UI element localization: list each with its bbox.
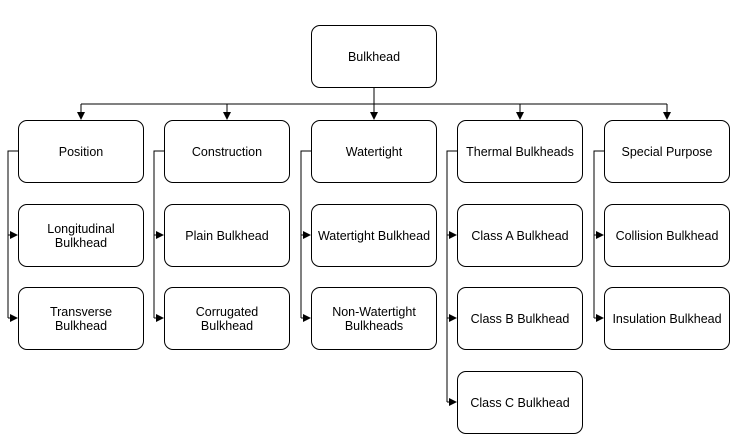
leaf-label: Corrugated Bulkhead [195, 304, 259, 333]
leaf-label: Longitudinal Bulkhead [47, 221, 115, 250]
leaf-node[interactable]: Class C Bulkhead [457, 371, 583, 434]
spine-connector [7, 150, 18, 318]
leaf-label: Class C Bulkhead [470, 395, 570, 410]
leaf-label: Watertight Bulkhead [317, 228, 431, 243]
category-label: Construction [191, 144, 263, 159]
root-label: Bulkhead [347, 49, 401, 64]
category-label: Thermal Bulkheads [466, 144, 574, 159]
spine-connector [446, 150, 457, 402]
leaf-label: Class A Bulkhead [471, 228, 569, 243]
leaf-label: Plain Bulkhead [185, 228, 269, 243]
spine-connector [153, 150, 164, 318]
leaf-label: Collision Bulkhead [615, 228, 719, 243]
category-label: Watertight [345, 144, 403, 159]
category-node-thermal-bulkheads[interactable]: Thermal Bulkheads [457, 120, 583, 183]
category-node-watertight[interactable]: Watertight [311, 120, 437, 183]
leaf-node[interactable]: Insulation Bulkhead [604, 287, 730, 350]
leaf-node[interactable]: Corrugated Bulkhead [164, 287, 290, 350]
leaf-label: Non-Watertight Bulkheads [332, 304, 416, 333]
category-node-special-purpose[interactable]: Special Purpose [604, 120, 730, 183]
leaf-node[interactable]: Class B Bulkhead [457, 287, 583, 350]
spine-connector [300, 150, 311, 318]
leaf-node[interactable]: Collision Bulkhead [604, 204, 730, 267]
leaf-node[interactable]: Class A Bulkhead [457, 204, 583, 267]
category-node-construction[interactable]: Construction [164, 120, 290, 183]
leaf-node[interactable]: Non-Watertight Bulkheads [311, 287, 437, 350]
category-label: Position [58, 144, 104, 159]
leaf-label: Transverse Bulkhead [49, 304, 113, 333]
leaf-node[interactable]: Watertight Bulkhead [311, 204, 437, 267]
leaf-label: Insulation Bulkhead [612, 311, 722, 326]
leaf-node[interactable]: Longitudinal Bulkhead [18, 204, 144, 267]
category-label: Special Purpose [621, 144, 713, 159]
category-node-position[interactable]: Position [18, 120, 144, 183]
spine-connector [593, 150, 604, 318]
leaf-label: Class B Bulkhead [470, 311, 570, 326]
leaf-node[interactable]: Plain Bulkhead [164, 204, 290, 267]
leaf-node[interactable]: Transverse Bulkhead [18, 287, 144, 350]
root-node[interactable]: Bulkhead [311, 25, 437, 88]
